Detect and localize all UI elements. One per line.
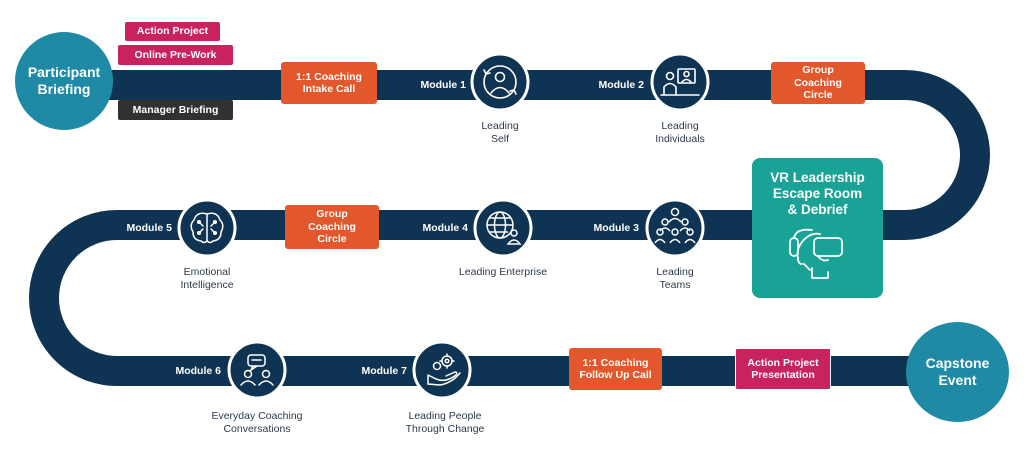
- module-5-title: Emotional Intelligence: [180, 266, 234, 291]
- self-reflection-icon: [483, 65, 517, 99]
- module-3-label: Module 3: [593, 222, 639, 234]
- module-6-title: Everyday Coaching Conversations: [211, 410, 303, 435]
- group-coaching-box-2: Group Coaching Circle: [285, 205, 379, 249]
- online-prework-tag: Online Pre-Work: [118, 45, 233, 65]
- manager-briefing-tag: Manager Briefing: [118, 100, 233, 120]
- hand-gears-icon: [427, 353, 461, 386]
- module-6-icon-circle: [227, 340, 287, 400]
- module-7-label: Module 7: [361, 365, 407, 377]
- module-1-icon-circle: [470, 52, 530, 112]
- action-project-presentation-box: Action Project Presentation: [735, 348, 831, 390]
- team-icon: [654, 207, 696, 244]
- module-3-icon-circle: [645, 198, 705, 258]
- module-4-title: Leading Enterprise: [458, 266, 548, 278]
- module-4-label: Module 4: [422, 222, 468, 234]
- module-7-title: Leading People Through Change: [405, 410, 485, 435]
- module-2-icon-circle: [650, 52, 710, 112]
- end-label: Capstone Event: [925, 355, 990, 388]
- module-2-title: Leading Individuals: [655, 120, 705, 145]
- module-2-label: Module 2: [598, 79, 644, 91]
- vr-headset-icon: [789, 228, 843, 279]
- module-4-icon-circle: [473, 198, 533, 258]
- conversation-icon: [240, 354, 274, 386]
- module-1-title: Leading Self: [481, 120, 519, 145]
- start-label: Participant Briefing: [27, 64, 101, 97]
- module-5-label: Module 5: [126, 222, 172, 234]
- module-6-label: Module 6: [175, 365, 221, 377]
- coaching-intake-box: 1:1 Coaching Intake Call: [281, 62, 377, 104]
- action-project-tag: Action Project: [125, 22, 220, 41]
- vr-event-title: VR Leadership Escape Room & Debrief: [770, 170, 865, 217]
- brain-circuit-icon: [190, 212, 224, 244]
- coaching-followup-box: 1:1 Coaching Follow Up Call: [569, 348, 662, 390]
- end-circle: Capstone Event: [906, 322, 1009, 422]
- module-1-label: Module 1: [420, 79, 466, 91]
- presenter-icon: [660, 68, 700, 96]
- module-5-icon-circle: [177, 198, 237, 258]
- group-coaching-box-1: Group Coaching Circle: [771, 62, 865, 104]
- road-path: [29, 70, 990, 386]
- module-7-icon-circle: [412, 340, 472, 400]
- globe-user-icon: [486, 211, 522, 245]
- start-circle: Participant Briefing: [15, 32, 113, 130]
- module-3-title: Leading Teams: [656, 266, 694, 291]
- vr-event-card: VR Leadership Escape Room & Debrief: [752, 158, 883, 298]
